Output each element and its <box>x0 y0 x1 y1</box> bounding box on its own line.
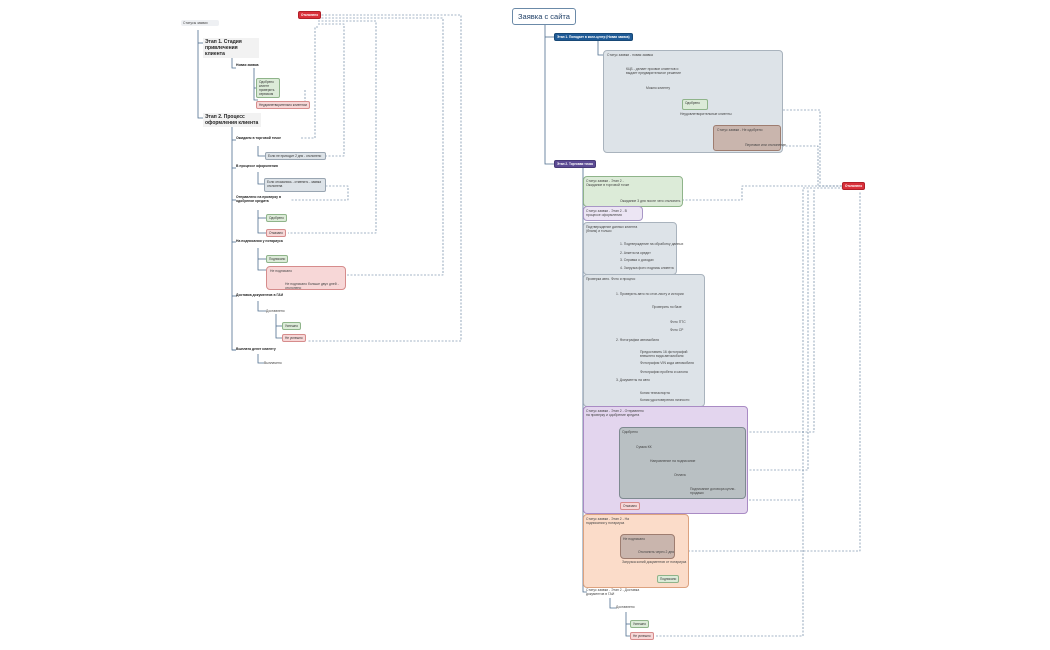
g5-ok-group <box>619 427 746 499</box>
left-signed-node[interactable]: Подписано <box>266 255 289 263</box>
left-reject-node[interactable]: Отклонено <box>298 11 322 19</box>
not-satisfied-node[interactable]: Неудовлетворительно клиентом <box>256 101 310 109</box>
right-reject-node[interactable]: Отклонено <box>842 182 866 190</box>
g4-item-3b[interactable]: Копия удостоверения личности <box>640 398 690 402</box>
g4-item-1a[interactable]: Проверить по базе <box>652 305 682 309</box>
s1-reject-group <box>713 125 781 151</box>
g5-ok[interactable]: Одобрено <box>622 430 638 434</box>
g3-item-3[interactable]: 3. Справка о доходах <box>620 258 654 262</box>
g4-item-1c[interactable]: Фото СР <box>670 328 684 332</box>
g4-item-2c[interactable]: Фотографии пробега и салона <box>640 370 688 374</box>
in-process-node[interactable]: В процессе оформления <box>236 164 278 168</box>
g4-title[interactable]: Проверка авто. Фото и процесс <box>586 277 636 281</box>
root-statuses[interactable]: Статусы заявки <box>181 20 219 27</box>
g6-not[interactable]: Не подписано <box>623 537 645 541</box>
g4-item-3a[interactable]: Копия техпаспорта <box>640 391 670 395</box>
left-ok-node[interactable]: Одобрено <box>266 214 287 222</box>
g2-status[interactable]: Статус заявки - Этап 2 - В процессе офор… <box>586 209 627 218</box>
s1-reject-status[interactable]: Статус заявки - Не одобрено <box>717 128 763 132</box>
s1-decision[interactable]: Можно клиенту <box>646 86 671 90</box>
g3-item-1[interactable]: 1. Подтверждение на обработку данных <box>620 242 684 246</box>
wait-tp-note[interactable]: Если не приходит 2 дня - отклонено <box>265 152 326 160</box>
g4-item-1[interactable]: 1. Проверить авто по стоп-листу и истори… <box>616 292 684 296</box>
in-process-note[interactable]: Если отказались - отменить - заявка откл… <box>264 178 326 192</box>
g1-group <box>583 176 683 207</box>
g4-item-2a[interactable]: Предоставить 16 фотографий внешнего вида… <box>640 350 688 359</box>
left-denied-node[interactable]: Отказано <box>266 229 286 237</box>
g5-item-d[interactable]: Подписание договора купли-продажи <box>690 487 736 496</box>
g7-delivered[interactable]: Доставлено <box>616 605 635 609</box>
new-request-node[interactable]: Новая заявка <box>236 63 259 67</box>
g5-status[interactable]: Статус заявки - Этап 2 - Отправлено на п… <box>586 409 644 418</box>
left-stage2-title[interactable]: Этап 2. Процесс оформления клиента <box>203 113 261 127</box>
g5-denied[interactable]: Отказано <box>620 502 640 510</box>
g4-item-1b[interactable]: Фото ПТС <box>670 320 686 324</box>
g6-not-note[interactable]: Отклонить через 2 дня <box>638 550 675 554</box>
g2-group <box>583 206 643 221</box>
g7-ok[interactable]: Успешно <box>630 620 649 628</box>
left-not-signed-note[interactable]: Не подписано больше двух дней - отклонен… <box>285 282 339 291</box>
s1-reject-note[interactable]: Перезвон или отклонение <box>745 143 786 147</box>
s1-refuse[interactable]: Неудовлетворительные клиенты <box>680 112 732 116</box>
g5-item-a[interactable]: Сумма КК <box>636 445 652 449</box>
g3-item-2[interactable]: 2. Анкета на кредит <box>620 251 651 255</box>
right-title[interactable]: Заявка с сайта <box>512 8 576 25</box>
g7-bad[interactable]: Не успешно <box>630 632 654 640</box>
g7-status[interactable]: Статус заявки - Этап 2 - Доставка докуме… <box>586 588 640 597</box>
g1-status[interactable]: Статус заявки - Этап 2 - Ожидание в торг… <box>586 179 630 188</box>
s1-status[interactable]: Статус заявки - новая заявка <box>607 53 653 57</box>
g1-note[interactable]: Ожидание 3 дня после чего отклонить <box>620 199 681 203</box>
right-stage1-node[interactable]: Этап 1. Попадает в колл-центр (Новая зая… <box>554 33 633 41</box>
g4-item-3[interactable]: 3. Документы на авто <box>616 378 650 382</box>
g4-item-2[interactable]: 2. Фотографии автомобиля <box>616 338 659 342</box>
g6-status[interactable]: Статус заявки - Этап 2 - На подписании у… <box>586 517 629 526</box>
left-stage1-title[interactable]: Этап 1. Стадия привлечения клиента <box>203 38 259 58</box>
g6-signed[interactable]: Подписано <box>657 575 680 583</box>
left-gai-bad[interactable]: Не успешно <box>282 334 306 342</box>
notary-node[interactable]: На подписании у нотариуса <box>236 239 283 243</box>
agreed-node[interactable]: Одобрено клиент проверить сервисом <box>256 78 280 98</box>
wait-tp-node[interactable]: Ожидаем в торговой точке <box>236 136 281 140</box>
left-not-signed-node[interactable]: Не подписано <box>270 269 292 273</box>
s1-ok-node[interactable]: Одобрено <box>682 99 708 110</box>
g6-not-group <box>620 534 675 559</box>
gai-node[interactable]: Доставка документов в ГАИ <box>236 293 284 297</box>
left-delivered-node[interactable]: Доставлено <box>266 309 285 313</box>
right-stage2-node[interactable]: Этап 2. Торговая точка <box>554 160 596 168</box>
s1-text[interactable]: КЦБ - делает прозвон клиентов и выдает п… <box>626 67 681 76</box>
g4-item-2b[interactable]: Фотография VIN кода автомобиля <box>640 361 694 365</box>
g5-item-b[interactable]: Направление на подписание <box>650 459 696 463</box>
not-signed-group <box>266 266 346 290</box>
g3-item-4[interactable]: 4. Загрузка фото подпись клиента <box>620 266 674 270</box>
left-gai-ok[interactable]: Успешно <box>282 322 301 330</box>
g4-group <box>583 274 705 407</box>
payout-node[interactable]: Выплата денег клиенту <box>236 347 276 351</box>
g6-upload[interactable]: Загрузка копий документов от нотариуса <box>622 560 687 564</box>
paid-node[interactable]: Выплачено <box>264 361 282 365</box>
sent-check-node[interactable]: Отправлено на проверку в одобрение креди… <box>236 195 282 204</box>
g5-item-c[interactable]: Оплата <box>674 473 686 477</box>
g3-title[interactable]: Подтверждение данных клиента (бланк) и т… <box>586 225 638 234</box>
